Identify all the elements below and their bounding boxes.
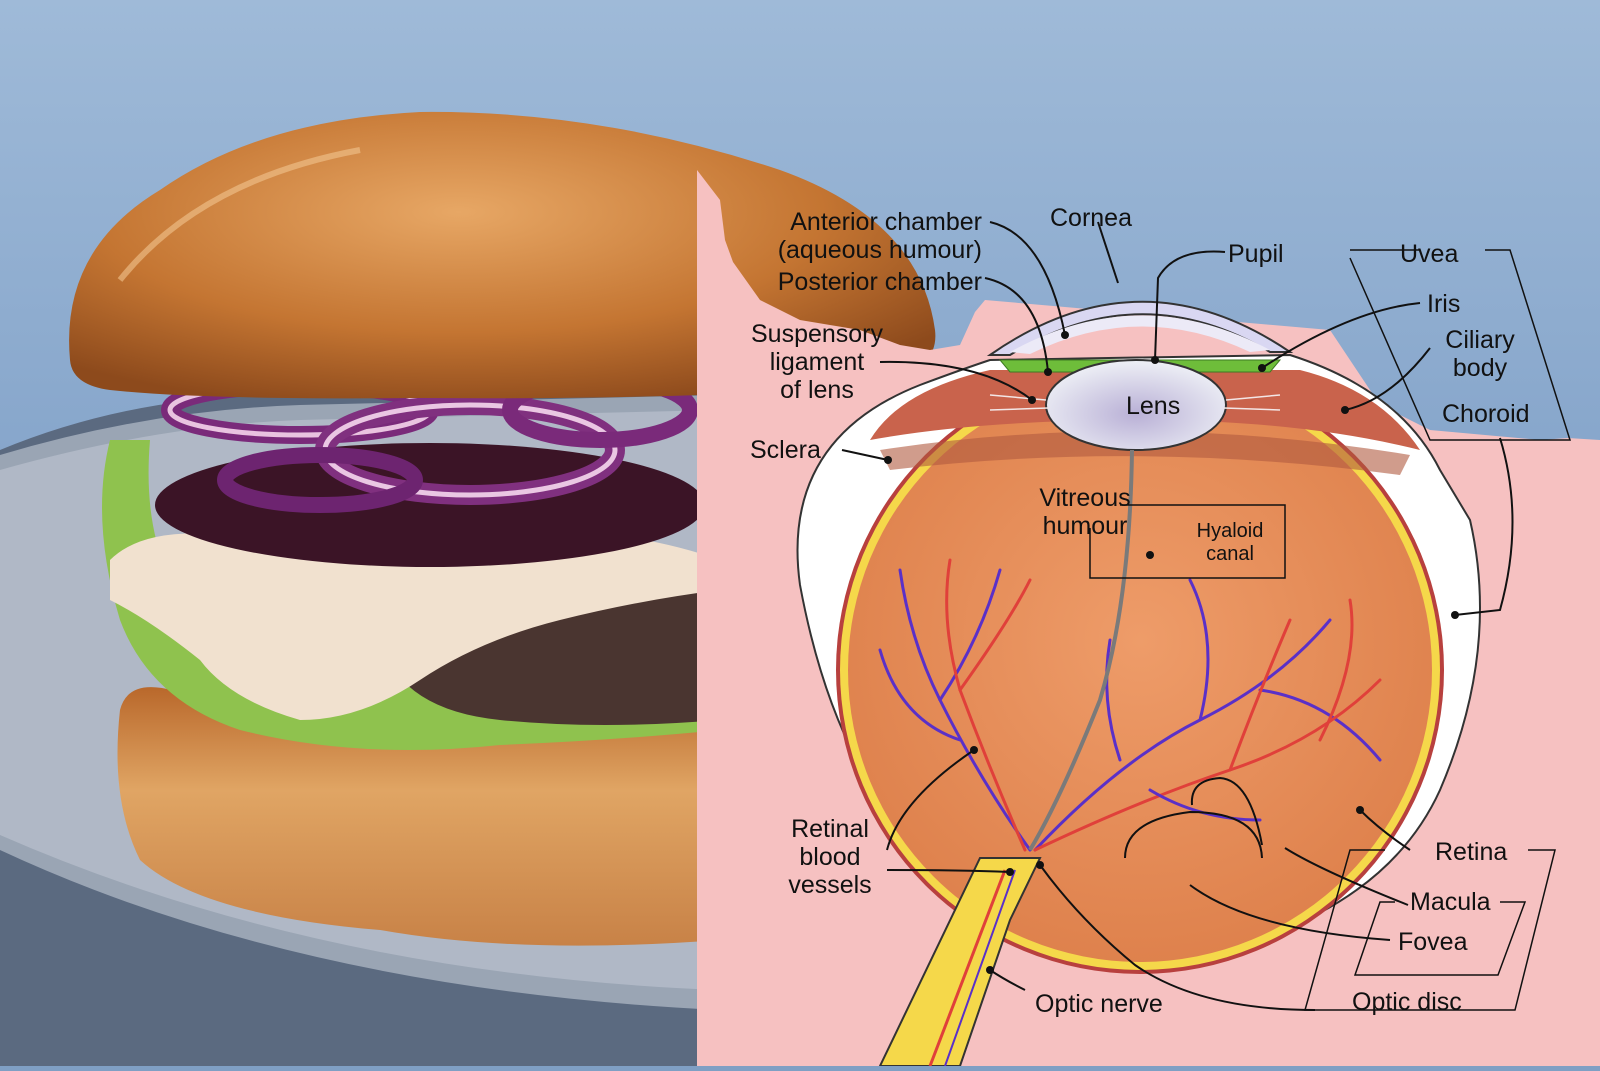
label-ciliary-body: Ciliary body [1445,326,1515,382]
label-uvea: Uvea [1400,240,1459,268]
label-cornea: Cornea [1050,204,1132,232]
label-choroid: Choroid [1442,400,1530,428]
label-hyaloid-canal: Hyaloid canal [1196,520,1264,565]
label-optic-disc: Optic disc [1352,988,1462,1016]
label-vitreous-humour: Vitreous humour [1039,484,1131,540]
label-suspensory-ligament: Suspensory ligament of lens [750,320,884,404]
label-pupil: Pupil [1228,240,1284,268]
label-macula: Macula [1410,888,1491,916]
label-posterior-chamber: Posterior chamber [777,268,982,296]
sauce [110,526,720,720]
label-lens: Lens [1126,392,1181,420]
label-retina: Retina [1435,838,1508,866]
cornea-shape [986,300,1294,356]
label-fovea: Fovea [1398,928,1468,956]
retina-bracket [1304,849,1556,1011]
label-sclera: Sclera [750,436,821,464]
label-iris: Iris [1427,290,1461,318]
hyaloid-canal-line [1028,449,1134,852]
bottom-bun [117,687,720,946]
label-anterior-chamber: Anterior chamber (aqueous humour) [777,208,982,264]
lens-shape [1045,359,1227,451]
label-retinal-blood-vessels: Retinal blood vessels [788,815,872,899]
vitreous-body [848,378,1432,962]
label-optic-nerve: Optic nerve [1035,990,1163,1018]
